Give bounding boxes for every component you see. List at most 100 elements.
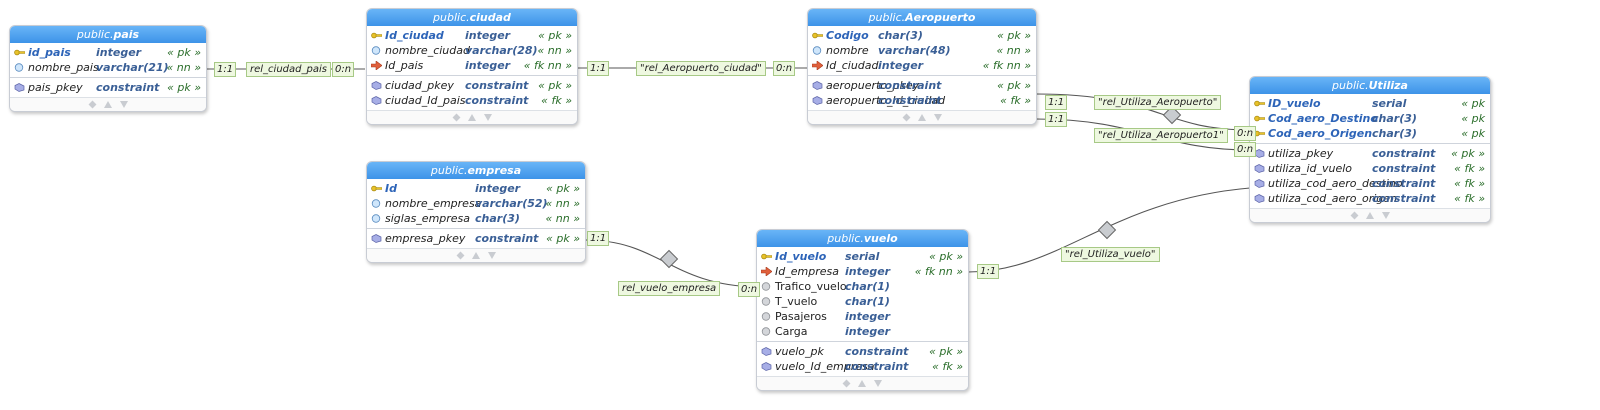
scroll-down-icon[interactable] — [1381, 212, 1390, 219]
scroll-up-icon[interactable] — [471, 252, 480, 259]
scroll-up-icon[interactable] — [917, 114, 926, 121]
scroll-up-icon[interactable] — [1365, 212, 1374, 219]
collapse-diamond-icon[interactable] — [902, 113, 910, 122]
scroll-down-icon[interactable] — [483, 114, 492, 121]
table-name: vuelo — [863, 232, 898, 245]
constraint-icon — [1254, 179, 1265, 188]
scroll-up-icon[interactable] — [103, 101, 112, 108]
table-schema: public. — [827, 232, 864, 245]
collapse-diamond-icon[interactable] — [456, 251, 464, 260]
column-flags: « nn » — [545, 212, 580, 225]
constraint-flags: « fk » — [1454, 177, 1485, 190]
column-type: char(3) — [1372, 127, 1417, 140]
table-header[interactable]: public.ciudad — [367, 9, 577, 26]
table-header[interactable]: public.Utiliza — [1250, 77, 1490, 94]
collapse-diamond-icon[interactable] — [88, 100, 96, 109]
constraint-flags: « pk » — [997, 79, 1031, 92]
column-flags: « pk — [1461, 97, 1485, 110]
scroll-down-icon[interactable] — [874, 380, 882, 387]
column-name: Id — [385, 182, 397, 195]
column-type: varchar(21) — [96, 61, 169, 74]
relation-label-utiliza-aeropuerto1[interactable]: "rel_Utiliza_Aeropuerto1" — [1094, 128, 1228, 143]
column-name: Carga — [775, 325, 808, 338]
collapse-diamond-icon[interactable] — [452, 113, 460, 122]
table-footer — [757, 376, 968, 390]
table-header[interactable]: public.empresa — [367, 162, 585, 179]
column-type: varchar(28) — [465, 44, 538, 57]
scroll-down-icon[interactable] — [487, 252, 496, 259]
relation-label-ciudad-pais[interactable]: rel_ciudad_pais — [246, 62, 331, 77]
scroll-up-icon[interactable] — [858, 380, 866, 387]
relation-label-vuelo-empresa[interactable]: rel_vuelo_empresa — [618, 281, 721, 296]
relation-label-utiliza-vuelo[interactable]: "rel_Utiliza_vuelo" — [1061, 247, 1160, 262]
column-icon — [14, 63, 24, 72]
table-header[interactable]: public.vuelo — [757, 230, 968, 247]
column-icon — [761, 327, 771, 336]
column-name: nombre_ciudad — [385, 44, 470, 57]
collapse-diamond-icon[interactable] — [842, 379, 851, 388]
column-flags: « pk » — [929, 250, 963, 263]
cardinality-label: 1:1 — [214, 62, 237, 77]
column-type: integer — [465, 29, 511, 42]
column-type: integer — [878, 59, 924, 72]
relation-label-aeropuerto-ciudad[interactable]: "rel_Aeropuerto_ciudad" — [636, 61, 766, 76]
scroll-down-icon[interactable] — [119, 101, 128, 108]
table-name: Aeropuerto — [905, 11, 976, 24]
constraint-name: utiliza_id_vuelo — [1268, 162, 1353, 175]
scroll-down-icon[interactable] — [933, 114, 942, 121]
relation-label-utiliza-aeropuerto[interactable]: "rel_Utiliza_Aeropuerto" — [1094, 95, 1222, 110]
constraint-name: aeropuerto_pkey — [826, 79, 920, 92]
constraint-type: constraint — [845, 360, 909, 373]
column-icon — [371, 199, 381, 208]
table-header[interactable]: public.Aeropuerto — [808, 9, 1036, 26]
constraint-type: constraint — [1372, 192, 1436, 205]
scroll-up-icon[interactable] — [467, 114, 476, 121]
collapse-diamond-icon[interactable] — [1350, 211, 1358, 220]
column-type: char(3) — [475, 212, 520, 225]
table-header[interactable]: public.pais — [10, 26, 206, 43]
primary-key-icon — [1254, 100, 1265, 107]
